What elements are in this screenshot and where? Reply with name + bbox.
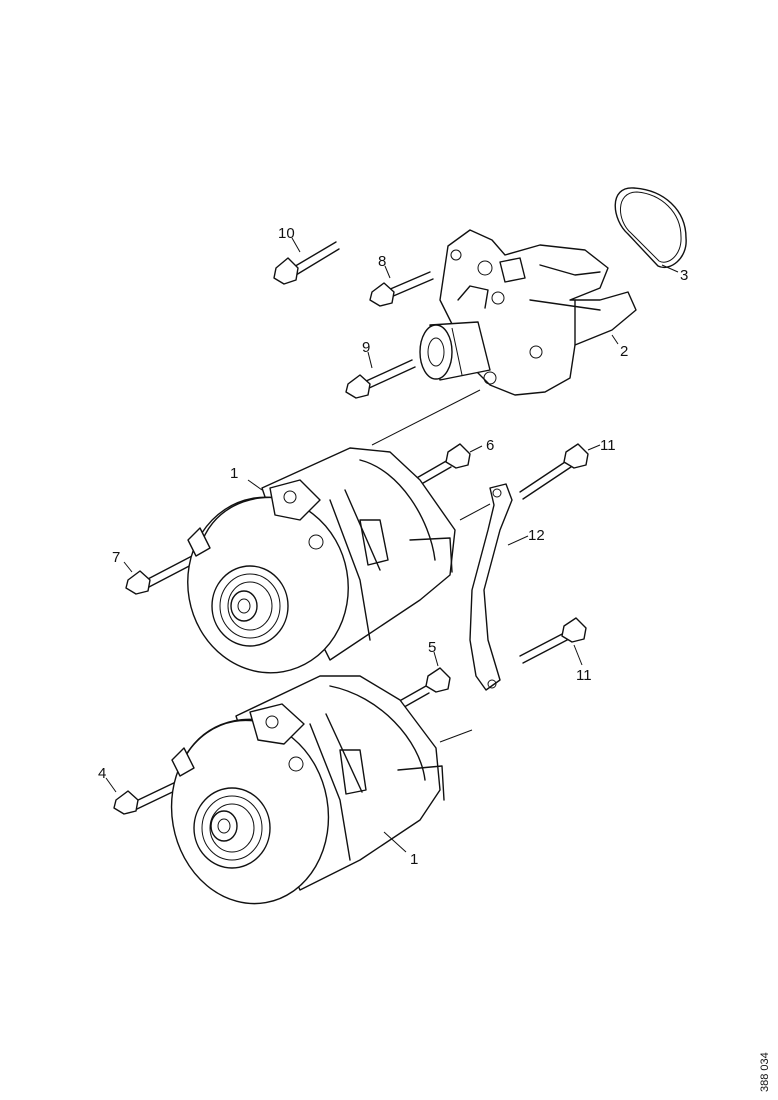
bolt-4 (105, 777, 184, 815)
alternator-upper (187, 447, 456, 674)
callout-1-lower: 1 (410, 851, 418, 868)
document-id: 388 034 (759, 1052, 771, 1092)
callout-12: 12 (528, 527, 545, 544)
callout-3: 3 (680, 267, 688, 284)
callout-9: 9 (362, 339, 370, 356)
bolt-8 (369, 265, 434, 307)
bolt-9 (345, 351, 416, 399)
bracket-strap (439, 483, 529, 743)
callout-5: 5 (428, 639, 436, 656)
callout-labels: 10 8 3 2 9 6 11 1 12 7 5 11 4 1 (98, 225, 688, 868)
callout-7: 7 (112, 549, 120, 566)
callout-1-upper: 1 (230, 465, 238, 482)
bolt-7 (123, 555, 196, 595)
alternator-lower (170, 675, 445, 905)
callout-10: 10 (278, 225, 295, 242)
callout-4: 4 (98, 765, 106, 782)
callout-11-lower: 11 (576, 667, 592, 684)
callout-8: 8 (378, 253, 386, 270)
callout-6: 6 (486, 437, 494, 454)
bolt-11-upper (519, 443, 601, 500)
callout-2: 2 (620, 343, 628, 360)
bolt-11-lower (519, 617, 587, 666)
callout-11-upper: 11 (600, 437, 616, 454)
bolt-10 (273, 237, 340, 285)
gasket-ring (614, 187, 687, 273)
pump-housing (371, 229, 637, 446)
